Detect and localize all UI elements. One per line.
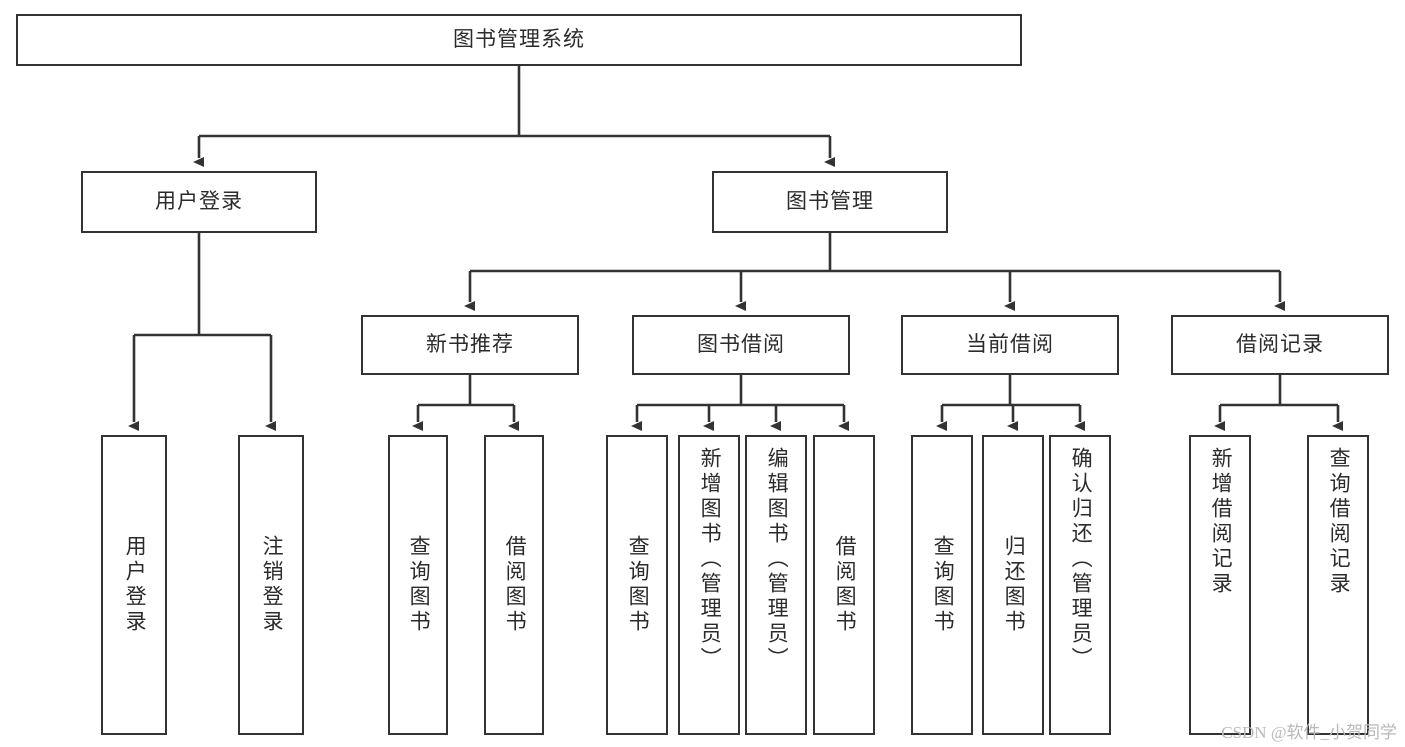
node-label: 新增图书（管理员） xyxy=(698,447,722,672)
node-leaf-add-book[interactable]: 新增图书（管理员） xyxy=(678,435,740,735)
node-label: 确认归还（管理员） xyxy=(1069,447,1093,672)
node-label: 当前借阅 xyxy=(966,333,1054,357)
node-label: 查询图书 xyxy=(407,535,431,635)
node-leaf-query-book-2[interactable]: 查询图书 xyxy=(606,435,668,735)
node-label: 用户登录 xyxy=(155,190,243,214)
node-label: 查询图书 xyxy=(931,535,955,635)
node-leaf-add-record[interactable]: 新增借阅记录 xyxy=(1189,435,1251,735)
node-leaf-edit-book[interactable]: 编辑图书（管理员） xyxy=(745,435,807,735)
node-leaf-borrow-book-2[interactable]: 借阅图书 xyxy=(813,435,875,735)
node-label: 新增借阅记录 xyxy=(1209,447,1233,597)
node-label: 图书管理 xyxy=(786,190,874,214)
node-label: 借阅图书 xyxy=(503,535,527,635)
node-label: 新书推荐 xyxy=(426,333,514,357)
node-label: 用户登录 xyxy=(123,535,147,635)
node-label: 借阅记录 xyxy=(1236,333,1324,357)
node-leaf-query-book-3[interactable]: 查询图书 xyxy=(911,435,973,735)
node-new-book-rec[interactable]: 新书推荐 xyxy=(361,315,579,375)
node-leaf-return-book[interactable]: 归还图书 xyxy=(982,435,1044,735)
node-root[interactable]: 图书管理系统 xyxy=(16,14,1022,66)
node-label: 图书管理系统 xyxy=(453,28,585,52)
node-leaf-borrow-book-1[interactable]: 借阅图书 xyxy=(484,435,544,735)
node-book-borrow[interactable]: 图书借阅 xyxy=(632,315,850,375)
node-user-login[interactable]: 用户登录 xyxy=(81,171,317,233)
node-leaf-query-book-1[interactable]: 查询图书 xyxy=(388,435,448,735)
node-leaf-confirm-ret[interactable]: 确认归还（管理员） xyxy=(1049,435,1111,735)
node-leaf-user-logout[interactable]: 注销登录 xyxy=(238,435,304,735)
node-label: 图书借阅 xyxy=(697,333,785,357)
node-label: 查询图书 xyxy=(626,535,650,635)
node-label: 编辑图书（管理员） xyxy=(765,447,789,672)
node-label: 借阅图书 xyxy=(833,535,857,635)
watermark-label: CSDN @软件_小贺同学 xyxy=(1221,723,1397,742)
node-label: 查询借阅记录 xyxy=(1327,447,1351,597)
node-current-borrow[interactable]: 当前借阅 xyxy=(901,315,1119,375)
node-book-manage[interactable]: 图书管理 xyxy=(712,171,948,233)
node-label: 归还图书 xyxy=(1002,535,1026,635)
node-borrow-record[interactable]: 借阅记录 xyxy=(1171,315,1389,375)
node-label: 注销登录 xyxy=(260,535,284,635)
node-leaf-query-record[interactable]: 查询借阅记录 xyxy=(1307,435,1369,735)
node-leaf-user-login[interactable]: 用户登录 xyxy=(101,435,167,735)
